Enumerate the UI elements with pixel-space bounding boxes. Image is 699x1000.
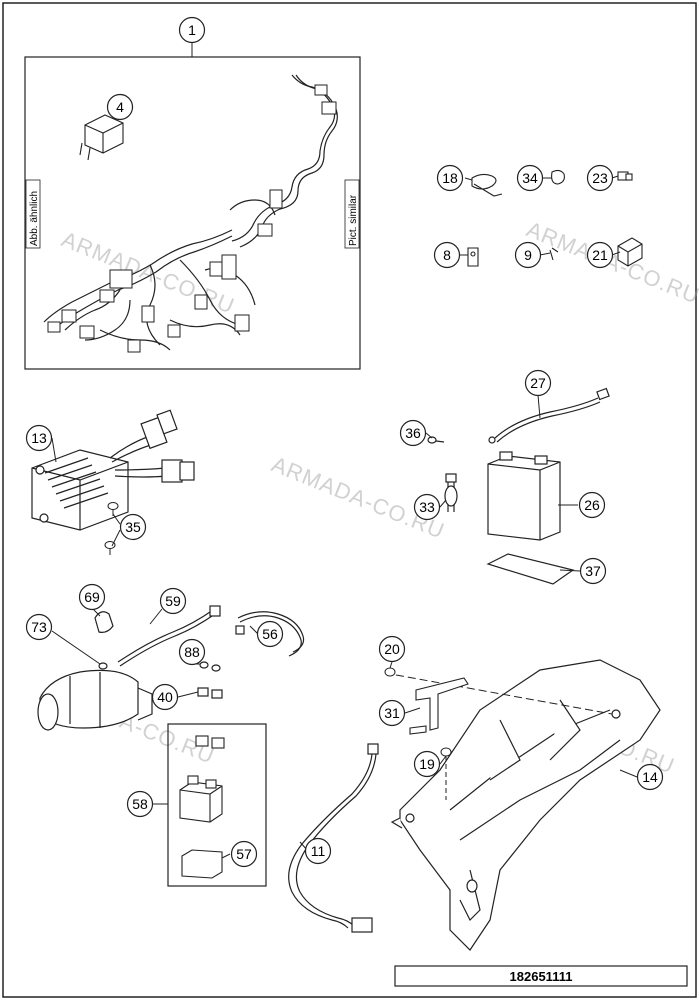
screws-35-drawing <box>104 502 119 555</box>
relay-4-drawing <box>79 114 124 161</box>
callout-9: 9 <box>514 241 542 269</box>
callout-40: 40 <box>151 683 179 711</box>
svg-text:27: 27 <box>530 375 546 391</box>
diagram-code: 182651111 <box>510 969 573 984</box>
assembly-dashed-line <box>395 674 613 715</box>
svg-text:8: 8 <box>443 247 451 263</box>
svg-text:21: 21 <box>592 247 608 263</box>
svg-text:57: 57 <box>236 846 252 862</box>
label-box-right <box>344 179 360 249</box>
label-box-left <box>25 179 41 249</box>
callout-59: 59 <box>159 587 187 615</box>
svg-text:73: 73 <box>31 619 47 635</box>
svg-text:35: 35 <box>125 519 141 535</box>
svg-text:9: 9 <box>524 247 532 263</box>
callout-19: 19 <box>413 750 441 778</box>
callout-37: 37 <box>579 557 607 585</box>
callout-11: 11 <box>304 837 332 865</box>
callout-88: 88 <box>178 638 206 666</box>
svg-text:4: 4 <box>116 99 124 115</box>
battery-parts-drawing <box>427 387 610 585</box>
starter-parts-drawing <box>37 605 305 731</box>
callout-57: 57 <box>230 840 258 868</box>
svg-text:19: 19 <box>419 756 435 772</box>
callout-73: 73 <box>25 613 53 641</box>
svg-text:37: 37 <box>585 563 601 579</box>
callout-69: 69 <box>78 583 106 611</box>
callout-58: 58 <box>126 790 154 818</box>
watermark: ARMADA-CO.RU <box>523 216 699 308</box>
callout-18: 18 <box>436 164 464 192</box>
svg-text:58: 58 <box>132 796 148 812</box>
callout-34: 34 <box>516 164 544 192</box>
bracket-31-drawing <box>409 677 469 735</box>
callout-21: 21 <box>586 241 614 269</box>
svg-text:56: 56 <box>262 626 278 642</box>
starter-relay-box <box>167 723 267 887</box>
svg-text:26: 26 <box>584 497 600 513</box>
svg-text:31: 31 <box>384 705 400 721</box>
callout-56: 56 <box>256 620 284 648</box>
svg-text:34: 34 <box>522 170 538 186</box>
svg-text:18: 18 <box>442 170 458 186</box>
svg-text:13: 13 <box>31 430 47 446</box>
callouts: 1 4 18 34 23 8 9 21 13 35 27 36 33 26 37… <box>25 16 664 868</box>
voltage-regulator-drawing <box>31 409 195 531</box>
svg-text:23: 23 <box>592 170 608 186</box>
abb-aehnlich-label: Abb. ähnlich <box>29 191 40 246</box>
svg-text:20: 20 <box>384 641 400 657</box>
callout-33: 33 <box>413 493 441 521</box>
callout-20: 20 <box>378 635 406 663</box>
svg-text:1: 1 <box>188 22 196 38</box>
leader-lines <box>51 106 638 859</box>
svg-text:33: 33 <box>419 499 435 515</box>
svg-text:88: 88 <box>184 644 200 660</box>
callout-4: 4 <box>106 93 134 121</box>
callout-26: 26 <box>578 491 606 519</box>
svg-text:59: 59 <box>165 593 181 609</box>
battery-holder-drawing <box>390 659 661 951</box>
diagram-code-box <box>394 965 688 987</box>
svg-text:40: 40 <box>157 689 173 705</box>
pict-similar-label: Pict. similar <box>348 194 359 246</box>
wiring-harness-drawing <box>43 74 338 351</box>
svg-text:14: 14 <box>642 769 658 785</box>
callout-13: 13 <box>25 424 53 452</box>
small-parts-drawing <box>467 169 643 267</box>
svg-text:36: 36 <box>405 425 421 441</box>
cable-11-drawing <box>288 743 379 933</box>
harness-connectors <box>47 84 337 353</box>
svg-text:69: 69 <box>84 589 100 605</box>
callout-36: 36 <box>399 419 427 447</box>
callout-27: 27 <box>524 369 552 397</box>
callout-1: 1 <box>178 16 206 44</box>
starter-relay-drawing <box>179 735 225 879</box>
callout-14: 14 <box>636 763 664 791</box>
callout-35: 35 <box>119 513 147 541</box>
svg-text:11: 11 <box>311 843 326 859</box>
callout-8: 8 <box>433 241 461 269</box>
callout-31: 31 <box>378 699 406 727</box>
callout-23: 23 <box>586 164 614 192</box>
